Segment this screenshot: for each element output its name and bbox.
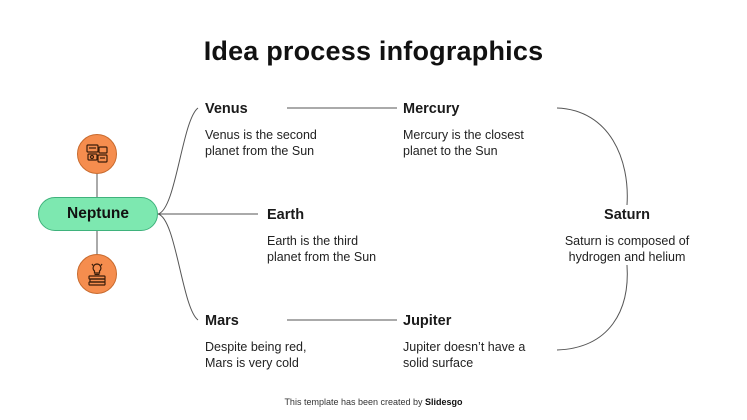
node-earth: Earth Earth is the third planet from the… — [267, 207, 376, 265]
node-venus: Venus Venus is the second planet from th… — [205, 101, 317, 159]
footer-credit: This template has been created by Slides… — [284, 397, 463, 407]
connector-mars — [157, 213, 199, 321]
node-desc: Saturn is composed of hydrogen and heliu… — [564, 234, 690, 264]
node-title: Mercury — [403, 101, 460, 117]
connector-venus — [157, 107, 199, 215]
node-desc: Mercury is the closest planet to the Sun — [403, 128, 524, 158]
node-title: Mars — [205, 313, 239, 329]
hub-neptune: Neptune — [38, 197, 158, 231]
node-jupiter: Jupiter Jupiter doesn’t have a solid sur… — [403, 313, 525, 371]
node-saturn: Saturn Saturn is composed of hydrogen an… — [547, 207, 707, 265]
page-title: Idea process infographics — [203, 36, 544, 66]
lightbulb-books-icon — [77, 254, 117, 294]
footer-brand[interactable]: Slidesgo — [425, 397, 463, 407]
node-title: Saturn — [604, 207, 650, 223]
node-title: Earth — [267, 207, 305, 223]
node-desc: Venus is the second planet from the Sun — [205, 128, 317, 158]
node-mercury: Mercury Mercury is the closest planet to… — [403, 101, 524, 159]
ideas-board-icon — [77, 134, 117, 174]
connector-mercury-saturn — [556, 107, 628, 206]
node-title: Venus — [205, 101, 248, 117]
node-desc: Jupiter doesn’t have a solid surface — [403, 340, 526, 370]
node-desc: Despite being red, Mars is very cold — [205, 340, 307, 370]
connector-saturn-jupiter — [556, 264, 628, 351]
node-mars: Mars Despite being red, Mars is very col… — [205, 313, 306, 371]
node-desc: Earth is the third planet from the Sun — [267, 234, 377, 264]
node-title: Jupiter — [403, 313, 452, 329]
